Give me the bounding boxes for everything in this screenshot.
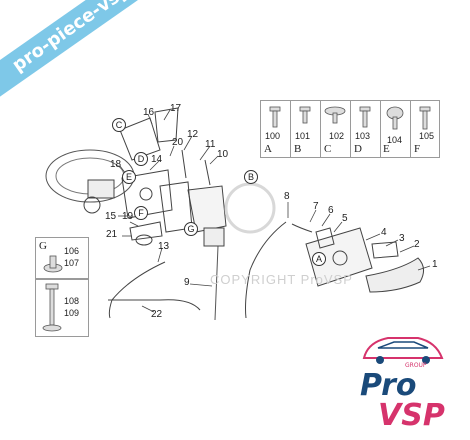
logo-group-label: GROUP (405, 362, 427, 369)
fastener-letter: E (383, 143, 390, 155)
housing-lever (119, 117, 161, 161)
bracket-top (154, 107, 179, 143)
letter-callout-e: E (122, 170, 136, 184)
callout-6: 6 (328, 205, 334, 216)
spring-rod-2 (204, 159, 211, 186)
fastener-letter: C (324, 143, 332, 155)
part-number: 106 (64, 246, 80, 256)
spring-clip (135, 234, 153, 246)
callout-12: 12 (187, 129, 199, 140)
logo-vsp-text: VSP (378, 398, 445, 433)
cable-7 (291, 223, 313, 233)
cable-8 (245, 221, 287, 319)
callout-3: 3 (399, 233, 405, 244)
logo-pro-text: Pro (360, 368, 417, 403)
callout-18: 18 (110, 159, 122, 170)
nut-icon (43, 255, 63, 273)
callout-22: 22 (151, 309, 163, 320)
callout-14: 14 (151, 154, 163, 165)
callout-4: 4 (381, 227, 387, 238)
callout-13: 13 (158, 241, 170, 252)
fastener-letter: F (414, 143, 421, 155)
callout-2: 2 (414, 239, 420, 250)
cable-22 (107, 299, 201, 311)
fastener-letter: B (294, 143, 302, 155)
callout-16: 16 (143, 107, 155, 118)
part-number: 107 (64, 258, 80, 268)
fastener-number: 103 (355, 131, 371, 141)
pivot-1 (139, 187, 153, 201)
fastener-reference-box: 100 A 101 B 102 C 103 D 104 E 105 F (260, 100, 440, 158)
part-number: 108 (64, 296, 80, 306)
letter-callout-d: D (134, 152, 148, 166)
callout-15: 15 (105, 211, 117, 222)
fastener-letter: A (264, 143, 272, 155)
callout-17: 17 (170, 103, 182, 114)
lock-cylinder (371, 241, 399, 259)
callout-21: 21 (106, 229, 118, 240)
letter-callout-f: F (134, 206, 148, 220)
fastener-number: 105 (419, 131, 435, 141)
handle-lever-7 (315, 227, 335, 249)
callout-11: 11 (205, 139, 216, 150)
callout-20: 20 (172, 137, 184, 148)
car-logo-icon (362, 337, 444, 364)
callout-19: 19 (122, 211, 134, 222)
callout-7: 7 (313, 201, 319, 212)
letter-callout-a: A (312, 252, 326, 266)
callout-10: 10 (217, 149, 229, 160)
callout-8: 8 (284, 191, 290, 202)
washer-left (83, 196, 101, 214)
fastener-number: 102 (329, 131, 345, 141)
latch-plate (121, 169, 173, 219)
copyright-watermark: COPYRIGHT ProVSP (210, 272, 353, 287)
part-number: 109 (64, 308, 80, 318)
fastener-number: 101 (295, 131, 311, 141)
callout-5: 5 (342, 213, 348, 224)
part-box-bolt: 108 109 (35, 279, 89, 337)
letter-callout-b: B (244, 170, 258, 184)
copyright-circle (224, 182, 276, 234)
callout-1: 1 (432, 259, 438, 270)
letter-callout-g: G (184, 222, 198, 236)
handle-carrier (305, 227, 373, 287)
fastener-number: 100 (265, 131, 281, 141)
lock-body (187, 185, 227, 233)
actuator-head (203, 227, 225, 247)
fastener-letter: D (354, 143, 362, 155)
motor-block (87, 179, 115, 199)
spring-rod (181, 149, 187, 179)
letter-callout-c: C (112, 118, 126, 132)
handle-pivot (332, 250, 348, 266)
part-box-g: G 106 107 (35, 237, 89, 279)
outer-handle (365, 257, 424, 293)
callout-9: 9 (184, 277, 190, 288)
box-letter-g: G (39, 240, 47, 252)
bolt-icon (42, 283, 62, 332)
fastener-icons (269, 106, 431, 130)
fastener-number: 104 (387, 135, 403, 145)
